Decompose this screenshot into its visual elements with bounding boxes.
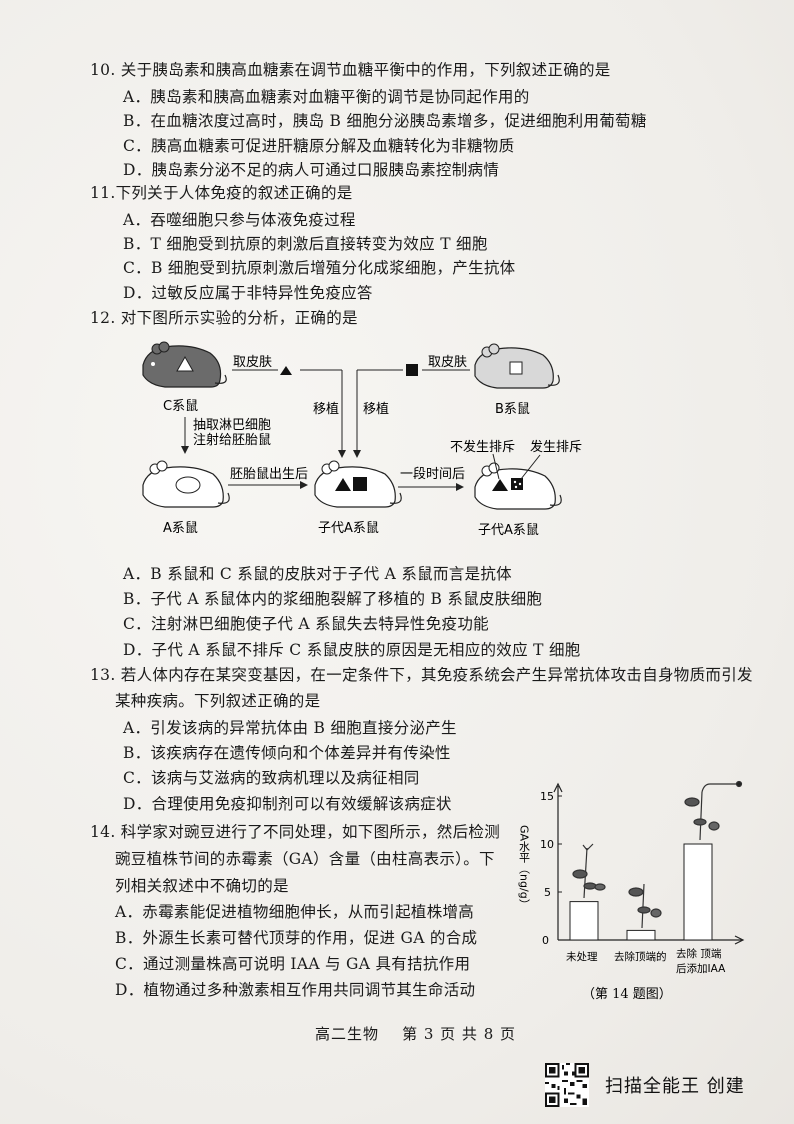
- question-11-option-a: A．吞噬细胞只参与体液免疫过程: [123, 211, 356, 229]
- question-12-option-a: A．B 系鼠和 C 系鼠的皮肤对于子代 A 系鼠而言是抗体: [123, 565, 512, 583]
- question-12-option-d: D．子代 A 系鼠不排斥 C 系鼠皮肤的原因是无相应的效应 T 细胞: [123, 641, 581, 659]
- question-14-stem-cont: 豌豆植株节间的赤霉素（GA）含量（由柱高表示）。下: [115, 850, 495, 868]
- qr-code-icon: [545, 1063, 589, 1107]
- page-footer: 高二生物 第 3 页 共 8 页: [315, 1025, 517, 1043]
- question-11-stem: 11.下列关于人体免疫的叙述正确的是: [90, 184, 353, 202]
- svg-text:取皮肤: 取皮肤: [428, 355, 467, 370]
- bar-apex-removed-iaa: [683, 843, 713, 941]
- question-14-option-b: B．外源生长素可替代顶芽的作用，促进 GA 的合成: [115, 929, 478, 947]
- svg-text:胚胎鼠出生后: 胚胎鼠出生后: [230, 467, 308, 482]
- svg-text:抽取淋巴细胞: 抽取淋巴细胞: [193, 418, 271, 433]
- watermark-text: 扫描全能王 创建: [605, 1076, 745, 1097]
- svg-text:取皮肤: 取皮肤: [233, 355, 272, 370]
- svg-text:注射给胚胎鼠: 注射给胚胎鼠: [193, 432, 271, 448]
- plant-apex-removed-icon: [628, 883, 662, 929]
- svg-text:一段时间后: 一段时间后: [400, 467, 465, 482]
- question-13-option-a: A．引发该病的异常抗体由 B 细胞直接分泌产生: [123, 719, 457, 737]
- svg-text:（第 14 题图）: （第 14 题图）: [582, 987, 672, 1002]
- question-10-option-b: B．在血糖浓度过高时，胰岛 B 细胞分泌胰岛素增多，促进细胞利用葡萄糖: [123, 112, 647, 130]
- svg-text:GA水平（ng/g）: GA水平（ng/g）: [518, 825, 531, 910]
- svg-text:未处理: 未处理: [566, 951, 598, 963]
- offspring-mouse-rejection-icon: [474, 462, 562, 510]
- svg-text:5: 5: [544, 886, 551, 899]
- question-10-stem: 10. 关于胰岛素和胰高血糖素在调节血糖平衡中的作用，下列叙述正确的是: [90, 61, 611, 79]
- question-13-option-b: B．该疾病存在遗传倾向和个体差异并有传染性: [123, 744, 451, 762]
- question-14-stem: 14. 科学家对豌豆进行了不同处理，如下图所示，然后检测: [90, 823, 500, 841]
- offspring-mouse-grafted-icon: [314, 460, 402, 508]
- svg-text:C系鼠: C系鼠: [163, 399, 198, 414]
- svg-text:A系鼠: A系鼠: [163, 521, 198, 536]
- svg-text:0: 0: [542, 934, 549, 947]
- svg-text:移植: 移植: [313, 402, 339, 417]
- scanner-watermark: 扫描全能王 创建: [545, 1063, 745, 1107]
- svg-text:移植: 移植: [363, 402, 389, 417]
- bar-apex-removed: [626, 929, 656, 941]
- svg-text:后添加IAA: 后添加IAA: [676, 962, 726, 975]
- question-13-stem: 13. 若人体内存在某突变基因，在一定条件下，其免疫系统会产生异常抗体攻击自身物…: [90, 666, 753, 684]
- plant-untreated-icon: [572, 843, 606, 899]
- b-mouse-icon: [474, 343, 560, 389]
- svg-text:10: 10: [540, 838, 554, 851]
- svg-text:子代A系鼠: 子代A系鼠: [318, 521, 379, 536]
- question-12-stem: 12. 对下图所示实验的分析，正确的是: [90, 309, 358, 327]
- bar-untreated: [569, 901, 599, 941]
- svg-text:B系鼠: B系鼠: [495, 402, 530, 417]
- mouse-skin-graft-diagram: C系鼠 取皮肤 移植 B系鼠 取皮肤 移植: [130, 335, 590, 545]
- question-14-option-c: C．通过测量株高可说明 IAA 与 GA 具有拮抗作用: [115, 955, 471, 973]
- question-14-option-a: A．赤霉素能促进植物细胞伸长，从而引起植株增高: [115, 903, 475, 921]
- c-mouse-icon: [142, 341, 227, 388]
- question-11-option-d: D．过敏反应属于非特异性免疫应答: [123, 284, 373, 302]
- question-12-option-c: C．注射淋巴细胞使子代 A 系鼠失去特异性免疫功能: [123, 615, 489, 633]
- question-13-option-d: D．合理使用免疫抑制剂可以有效缓解该病症状: [123, 795, 452, 813]
- svg-text:去除 顶端: 去除 顶端: [676, 947, 722, 960]
- question-13-stem-cont: 某种疾病。下列叙述正确的是: [115, 692, 321, 710]
- svg-text:子代A系鼠: 子代A系鼠: [478, 523, 539, 538]
- question-13-option-c: C．该病与艾滋病的致病机理以及病征相同: [123, 769, 420, 787]
- question-12-option-b: B．子代 A 系鼠体内的浆细胞裂解了移植的 B 系鼠皮肤细胞: [123, 590, 543, 608]
- svg-text:不发生排斥: 不发生排斥: [450, 439, 515, 455]
- question-11-option-b: B．T 细胞受到抗原的刺激后直接转变为效应 T 细胞: [123, 235, 488, 253]
- svg-text:发生排斥: 发生排斥: [530, 439, 582, 455]
- question-10-option-c: C．胰高血糖素可促进肝糖原分解及血糖转化为非糖物质: [123, 137, 515, 155]
- a-mouse-icon: [142, 460, 230, 508]
- question-11-option-c: C．B 细胞受到抗原刺激后增殖分化成浆细胞，产生抗体: [123, 259, 516, 277]
- svg-text:去除顶端的: 去除顶端的: [614, 950, 667, 963]
- question-14-stem-cont2: 列相关叙述中不确切的是: [115, 877, 289, 895]
- question-10-option-a: A．胰岛素和胰高血糖素对血糖平衡的调节是协同起作用的: [123, 88, 530, 106]
- plant-iaa-icon: [684, 780, 743, 841]
- question-10-option-d: D．胰岛素分泌不足的病人可通过口服胰岛素控制病情: [123, 161, 500, 179]
- question-14-option-d: D．植物通过多种激素相互作用共同调节其生命活动: [115, 981, 476, 999]
- ga-level-bar-chart: 15 10 5 0 GA水平（ng/g）: [510, 780, 750, 1015]
- svg-text:15: 15: [540, 790, 554, 803]
